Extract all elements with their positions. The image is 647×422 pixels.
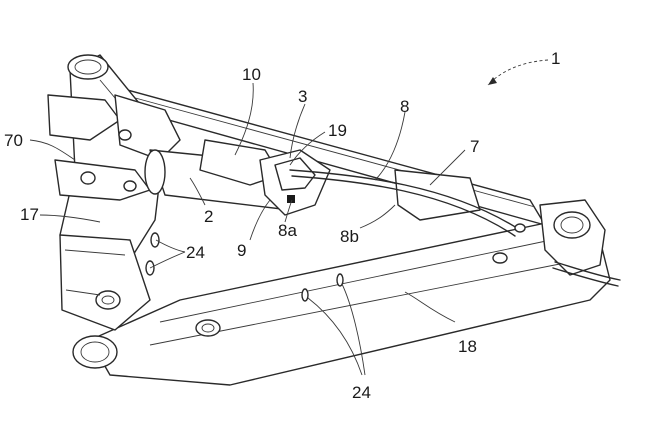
arrowhead-1-icon: [488, 77, 497, 85]
label-1: 1: [551, 49, 560, 68]
leader-lines: [29, 59, 549, 376]
label-18: 18: [458, 337, 477, 356]
rocker-plates: [47, 94, 181, 201]
leader-24-a: [155, 239, 186, 253]
leader-24-c: [307, 297, 363, 376]
leader-8a: [284, 199, 293, 223]
leader-1: [487, 59, 549, 86]
leader-3: [289, 103, 306, 159]
leader-8b: [359, 204, 396, 229]
label-17: 17: [20, 205, 39, 224]
connector-block-icon: [287, 195, 295, 203]
leader-70: [29, 139, 76, 161]
leader-24-d: [341, 283, 366, 376]
leader-10: [234, 82, 254, 156]
leader-18: [404, 291, 456, 323]
label-8b: 8b: [340, 227, 359, 246]
label-9: 9: [237, 241, 246, 260]
label-8a: 8a: [278, 221, 297, 240]
leader-19: [289, 131, 326, 166]
reference-labels: 1 70 10 3 19 8 7 17 2 9 8a 8b 24 18 24: [4, 49, 560, 402]
label-7: 7: [470, 137, 479, 156]
label-19: 19: [328, 121, 347, 140]
leader-17: [39, 214, 101, 223]
lower-bracket: [59, 234, 151, 331]
label-3: 3: [298, 87, 307, 106]
label-24-upper: 24: [186, 243, 205, 262]
leader-24-b: [149, 251, 186, 269]
cable: [289, 169, 621, 287]
bottle-bosses: [145, 223, 526, 302]
leader-2: [189, 177, 206, 206]
label-10: 10: [242, 65, 261, 84]
bottom-bracket: [72, 319, 221, 369]
label-24-lower: 24: [352, 383, 371, 402]
label-2: 2: [204, 207, 213, 226]
leader-7: [429, 149, 466, 186]
leader-8: [374, 111, 406, 181]
down-tube: [89, 219, 611, 386]
label-8: 8: [400, 97, 409, 116]
label-70: 70: [4, 131, 23, 150]
rear-pivot: [539, 199, 606, 276]
leader-9: [249, 199, 271, 241]
